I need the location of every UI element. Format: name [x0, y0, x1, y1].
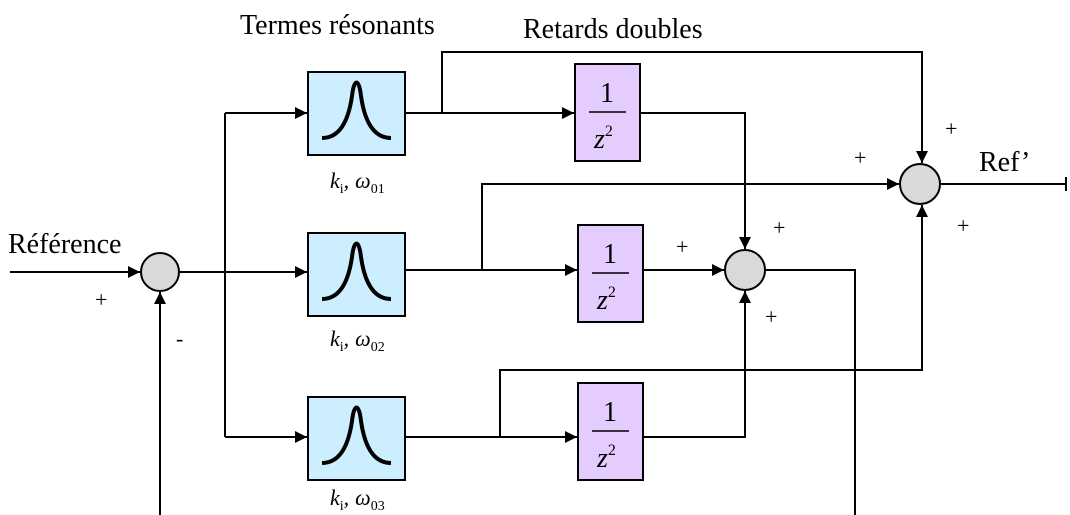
output-label: Ref’ [979, 147, 1030, 178]
direct-1-to-output-sum-arrow [441, 51, 928, 163]
output-sum-bottom-sign: + [957, 213, 969, 238]
input-label: Référence [8, 229, 121, 260]
input-summing-junction [140, 252, 180, 292]
resonance-peak-icon [321, 241, 392, 301]
resonant-block-2 [307, 232, 406, 317]
middle-summing-junction [724, 249, 766, 291]
delay-3-numerator: 1 [603, 397, 617, 428]
delay-block-3 [577, 382, 644, 481]
delay-3-denominator: z2 [596, 442, 616, 474]
input-plus-sign: + [95, 287, 107, 312]
delay-block-1 [574, 63, 641, 162]
delay-1-to-middle-sum-arrow [640, 112, 751, 249]
delay-3-to-middle-sum-arrow [643, 291, 751, 438]
resonant-3-params: ki,ω03 [330, 485, 385, 514]
resonance-peak-icon [321, 405, 392, 465]
delay-2-denominator: z2 [596, 284, 616, 316]
direct-2-to-output-sum-arrow [481, 178, 899, 270]
delay-1-denominator: z2 [593, 123, 613, 155]
resonant-block-3 [307, 396, 406, 481]
resonant-2-params: ki,ω02 [330, 326, 385, 355]
double-delays-title: Retards doubles [523, 14, 703, 45]
output-sum-left-sign: + [854, 145, 866, 170]
resonant-block-1 [307, 71, 406, 156]
resonance-peak-icon [321, 80, 392, 140]
middle-sum-output-wire [765, 269, 856, 515]
middle-sum-top-sign: + [773, 215, 785, 240]
delay-block-2 [577, 224, 644, 323]
delay-1-numerator: 1 [600, 78, 614, 109]
middle-sum-bottom-sign: + [765, 304, 777, 329]
delay-2-numerator: 1 [603, 239, 617, 270]
resonant-1-params: ki,ω01 [330, 168, 385, 197]
direct-3-to-output-sum-arrow [499, 205, 928, 437]
output-sum-top-sign: + [945, 116, 957, 141]
input-minus-sign: - [176, 326, 183, 351]
middle-sum-left-sign: + [676, 234, 688, 259]
resonant-terms-title: Termes résonants [240, 10, 435, 41]
output-summing-junction [899, 163, 941, 205]
